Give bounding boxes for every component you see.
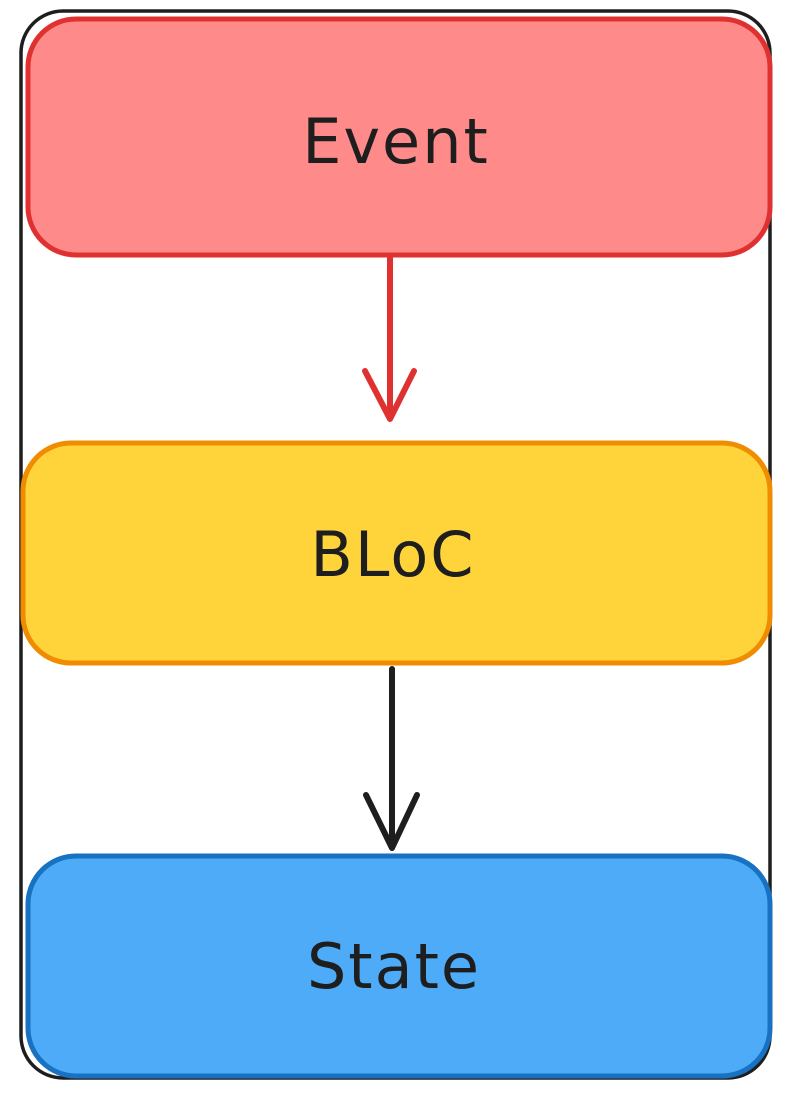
edge-event-to-bloc (362, 254, 417, 422)
arrowhead-down-icon (362, 368, 417, 422)
edge-bloc-to-state (363, 666, 420, 851)
node-event: Event (25, 16, 773, 258)
bloc-box (20, 440, 773, 666)
node-bloc: BLoC (20, 440, 773, 666)
event-box (25, 16, 773, 258)
node-state: State (25, 853, 773, 1079)
bloc-label: BLoC (310, 518, 475, 591)
state-label: State (307, 930, 481, 1003)
arrowhead-down-icon (363, 792, 420, 851)
event-label: Event (302, 105, 490, 178)
state-box (25, 853, 773, 1079)
